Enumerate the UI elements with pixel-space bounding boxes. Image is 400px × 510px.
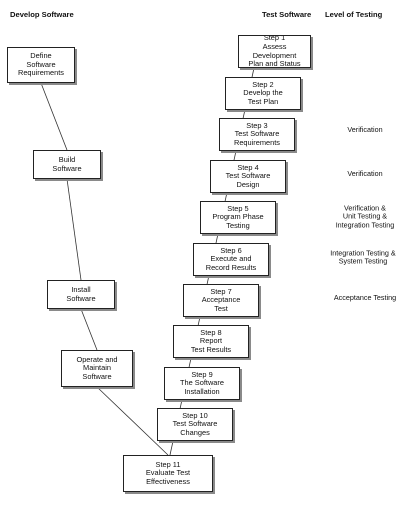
testing-level-step-4: Verification bbox=[347, 168, 383, 178]
testing-level-step-3: Verification bbox=[347, 124, 383, 134]
line-operate-to-step-11 bbox=[96, 386, 169, 456]
testing-level-step-5: Verification & Unit Testing & Integratio… bbox=[335, 203, 395, 230]
testing-level-step-6: Integration Testing & System Testing bbox=[330, 248, 396, 266]
test-step-6: Step 6 Execute and Record Results bbox=[193, 243, 269, 276]
test-step-5: Step 5 Program Phase Testing bbox=[200, 201, 276, 234]
line-install-to-operate bbox=[80, 308, 98, 351]
test-step-1: Step 1 Assess Development Plan and Statu… bbox=[238, 35, 311, 68]
test-step-8: Step 8 Report Test Results bbox=[173, 325, 249, 358]
test-step-4: Step 4 Test Software Design bbox=[210, 160, 286, 193]
testing-level-step-7: Acceptance Testing bbox=[333, 292, 397, 302]
test-step-7: Step 7 Acceptance Test bbox=[183, 284, 259, 317]
develop-step-operate-maintain: Operate and Maintain Software bbox=[61, 350, 133, 387]
header-test-software: Test Software bbox=[262, 10, 312, 19]
develop-step-install-software: Install Software bbox=[47, 280, 115, 309]
line-build-to-install bbox=[66, 178, 82, 281]
test-step-11: Step 11 Evaluate Test Effectiveness bbox=[123, 455, 213, 492]
header-develop-software: Develop Software bbox=[10, 10, 74, 19]
test-step-10: Step 10 Test Software Changes bbox=[157, 408, 233, 441]
develop-step-build-software: Build Software bbox=[33, 150, 101, 179]
test-step-3: Step 3 Test Software Requirements bbox=[219, 118, 295, 151]
test-step-9: Step 9 The Software Installation bbox=[164, 367, 240, 400]
test-step-2: Step 2 Develop the Test Plan bbox=[225, 77, 301, 110]
line-define-to-build bbox=[40, 82, 68, 151]
header-level-of-testing: Level of Testing bbox=[325, 10, 383, 19]
develop-step-define-requirements: Define Software Requirements bbox=[7, 47, 75, 83]
